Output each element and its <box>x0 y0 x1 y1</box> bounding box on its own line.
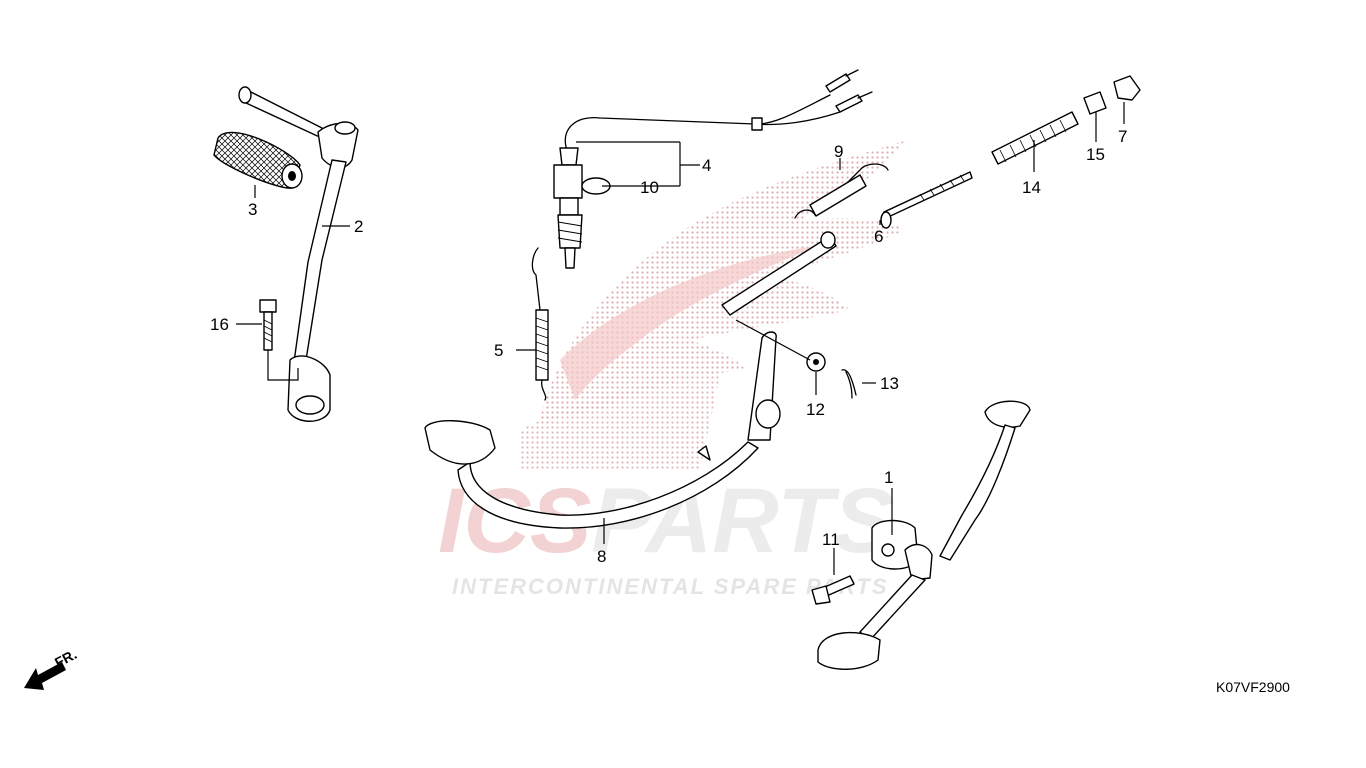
watermark-brand: ICSPARTS <box>438 470 895 572</box>
watermark-dots-left <box>520 375 720 470</box>
callout-2: 2 <box>354 217 363 236</box>
front-arrow-icon <box>24 662 66 690</box>
callout-9: 9 <box>834 142 843 161</box>
callout-13: 13 <box>880 374 899 393</box>
spring-5 <box>531 247 549 401</box>
spring-14 <box>991 111 1079 165</box>
callout-14: 14 <box>1022 178 1041 197</box>
spring-9 <box>794 163 889 219</box>
callout-3: 3 <box>248 200 257 219</box>
callout-1: 1 <box>884 468 893 487</box>
front-indicator: FR. <box>24 646 79 690</box>
joint-15 <box>1083 91 1107 115</box>
nut-7 <box>1113 75 1141 101</box>
callout-16: 16 <box>210 315 229 334</box>
callout-8: 8 <box>597 547 606 566</box>
callout-11: 11 <box>822 530 840 549</box>
brake-pedal-8 <box>424 331 781 529</box>
callout-7: 7 <box>1118 127 1127 146</box>
stand-1 <box>817 400 1031 670</box>
bolt-11 <box>811 575 855 605</box>
callouts: 1 2 3 4 5 6 7 8 9 10 11 12 13 14 15 16 <box>210 127 1127 566</box>
watermark-brand-parts: PARTS <box>591 470 894 572</box>
diagram-code: K07VF2900 <box>1216 679 1290 695</box>
watermark-swoosh <box>560 245 820 400</box>
cotter-pin-13 <box>841 369 857 399</box>
bolt-16 <box>259 299 277 351</box>
callout-5: 5 <box>494 341 503 360</box>
kick-starter-arm <box>238 86 359 422</box>
kick-starter-rubber <box>213 131 303 189</box>
callout-6: 6 <box>874 227 883 246</box>
callout-10: 10 <box>640 178 659 197</box>
leader-lines <box>236 102 1125 575</box>
washer-12 <box>806 352 826 372</box>
callout-4: 4 <box>702 156 711 175</box>
callout-12: 12 <box>806 400 825 419</box>
brake-rod-6 <box>721 171 973 316</box>
stop-switch-assembly <box>553 69 873 269</box>
callout-15: 15 <box>1086 145 1105 164</box>
